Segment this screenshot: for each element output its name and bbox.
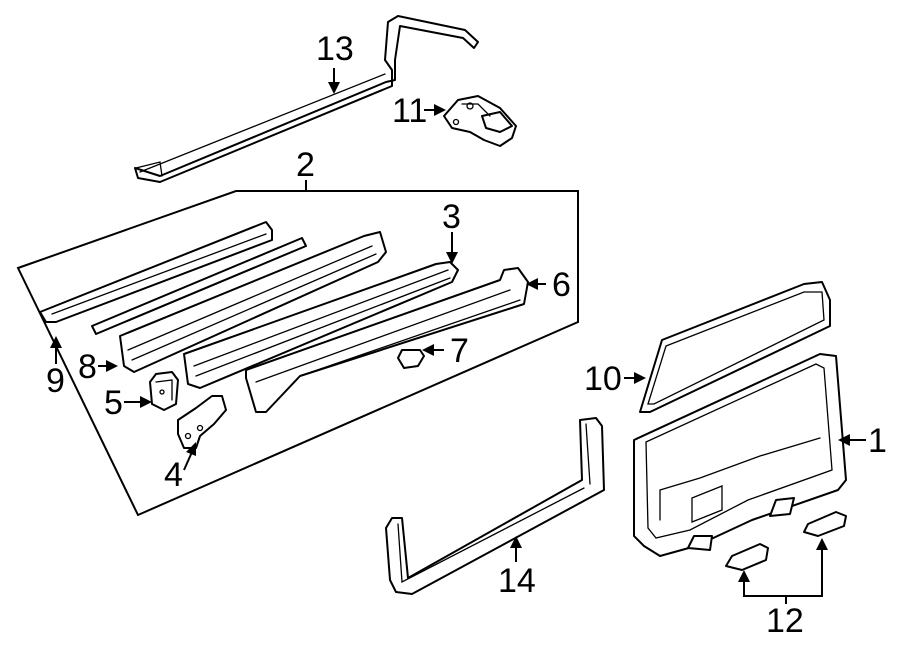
callout-5: 5 <box>104 384 123 422</box>
part-5-block <box>149 371 179 411</box>
callout-leaders <box>50 68 866 604</box>
part-8-strip <box>91 237 307 335</box>
part-7-cap <box>397 349 425 369</box>
callout-8: 8 <box>78 348 97 386</box>
callout-14: 14 <box>498 562 536 600</box>
part-10-window <box>639 281 831 413</box>
part-11-bracket <box>443 95 517 147</box>
callout-2: 2 <box>296 146 315 184</box>
part-1-tailgate <box>633 353 847 557</box>
part-9-strip <box>39 221 273 323</box>
part-13-rail <box>134 15 479 183</box>
callout-11: 11 <box>392 92 427 130</box>
callout-13: 13 <box>316 30 354 68</box>
part-14-seal <box>385 417 605 595</box>
callout-1: 1 <box>868 422 887 460</box>
callout-9: 9 <box>46 362 65 400</box>
part-12-caps <box>725 511 847 571</box>
callout-12: 12 <box>766 602 804 640</box>
callout-6: 6 <box>552 266 571 304</box>
callout-numbers: 1 2 3 4 5 6 7 8 9 10 11 12 13 14 <box>46 30 887 640</box>
callout-7: 7 <box>450 332 469 370</box>
callout-3: 3 <box>442 198 461 236</box>
part-4-bracket <box>177 395 227 449</box>
part-3-inner-rocker <box>183 261 459 389</box>
part-6-sill <box>245 267 529 413</box>
callout-10: 10 <box>584 360 622 398</box>
part-rocker-panel <box>119 231 387 373</box>
callout-4: 4 <box>164 456 183 494</box>
